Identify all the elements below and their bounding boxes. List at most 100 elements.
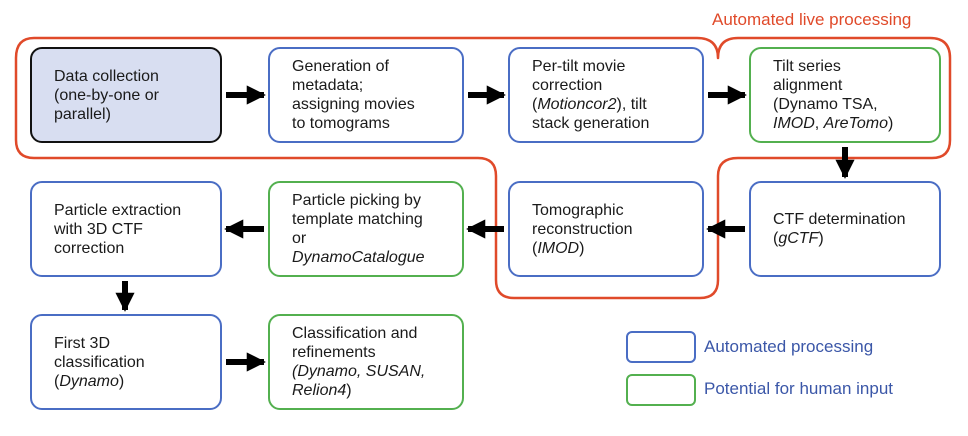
automated-live-processing-label: Automated live processing (712, 10, 912, 29)
node-label-segment: ) (346, 382, 352, 399)
node-label-segment: ) (888, 115, 894, 132)
node-label-segment: IMOD (773, 115, 815, 132)
node-label-segment: template matching (292, 211, 423, 228)
node-label-line: (one-by-one or (54, 86, 159, 105)
node-label-segment: ( (532, 239, 538, 257)
node-label-line: (Motioncor2), tilt (532, 95, 649, 114)
node-label-line: alignment (773, 76, 893, 95)
node-label-segment: to tomograms (292, 115, 390, 132)
node-label-line: to tomograms (292, 114, 415, 133)
node-label-line: (Dynamo) (54, 372, 145, 391)
node-label-line: or (292, 229, 425, 248)
node-label-segment: Relion4 (292, 382, 347, 399)
node-label-segment: ( (773, 230, 779, 247)
node-label-line: Tilt series (773, 57, 893, 76)
node-label-segment: Per-tilt movie (532, 58, 626, 75)
node-label-segment: correction (532, 77, 603, 94)
node-label-segment: Particle extraction (54, 201, 182, 219)
node-label-segment: Classification and (292, 325, 418, 342)
node-label-segment: ( (54, 372, 60, 390)
node-label-segment: with 3D CTF (54, 220, 143, 238)
node-label-line: Relion4) (292, 381, 425, 400)
node-label-segment: CTF determination (773, 211, 906, 228)
node-label-segment: Tomographic (532, 201, 624, 219)
node-label-line: classification (54, 353, 145, 372)
node-label-segment: Tilt series (773, 58, 841, 75)
node-label-segment: DynamoCatalogue (292, 249, 425, 266)
node-label-segment: Generation of (292, 58, 389, 75)
node-label-line: DynamoCatalogue (292, 248, 425, 267)
node-label-segment: ( (532, 96, 538, 113)
node-label-segment: Motioncor2 (537, 96, 617, 113)
legend-label-automated: Automated processing (704, 337, 874, 356)
node-label-segment: gCTF (778, 230, 819, 247)
node-label-segment: Dynamo (59, 372, 119, 390)
node-label-line: refinements (292, 343, 425, 362)
node-label-segment: ( (292, 363, 298, 380)
node-label-line: (IMOD) (532, 239, 633, 258)
node-label-segment: parallel) (54, 105, 111, 123)
legend-label-human: Potential for human input (704, 379, 894, 398)
legend-swatch-automated (626, 331, 696, 363)
node-label-segment: stack generation (532, 115, 650, 132)
node-label-line: with 3D CTF (54, 220, 181, 239)
node-label-segment: ) (579, 239, 585, 257)
node-label-segment: (Dynamo TSA, (773, 96, 878, 113)
node-label-line: metadata; (292, 76, 415, 95)
node-label-segment: Particle picking by (292, 192, 421, 209)
node-label-line: parallel) (54, 105, 159, 124)
node-label-segment: Dynamo, SUSAN, (297, 363, 426, 380)
node-metadata: Generation of metadata; assigning movies to… (268, 47, 464, 143)
node-label-line: reconstruction (532, 220, 633, 239)
node-label-segment: ), tilt (616, 96, 647, 113)
node-label-segment: correction (54, 239, 125, 257)
node-label-line: assigning movies (292, 95, 415, 114)
node-label: Generation of metadata; assigning movies to… (292, 57, 415, 133)
node-label-segment: metadata; (292, 77, 364, 94)
node-label-segment: classification (54, 353, 145, 371)
node-label-segment: , (814, 115, 824, 132)
node-label-line: (Dynamo, SUSAN, (292, 362, 425, 381)
node-label-line: Particle extraction (54, 201, 181, 220)
node-label-line: (gCTF) (773, 229, 906, 248)
node-label-line: Generation of (292, 57, 415, 76)
node-label-segment: AreTomo (823, 115, 888, 132)
node-label-segment: alignment (773, 77, 843, 94)
node-ctf-determination: CTF determination(gCTF) (749, 181, 941, 277)
node-label-segment: ) (818, 230, 824, 247)
node-label-segment: refinements (292, 344, 376, 361)
legend-swatch-human (626, 374, 696, 406)
node-label-segment: assigning movies (292, 96, 415, 113)
node-label-segment: First 3D (54, 334, 110, 352)
node-label-segment: IMOD (537, 239, 580, 257)
node-label-line: stack generation (532, 114, 649, 133)
node-label-line: Tomographic (532, 201, 633, 220)
node-label-line: (Dynamo TSA, (773, 95, 893, 114)
node-label-segment: ) (118, 372, 125, 390)
node-label-line: Classification and (292, 324, 425, 343)
node-label-segment: or (292, 230, 307, 247)
node-label-segment: Data collection (54, 67, 159, 85)
node-label-line: Data collection (54, 67, 159, 86)
node-label-line: correction (532, 76, 649, 95)
node-label-line: Per-tilt movie (532, 57, 649, 76)
node-label-line: IMOD, AreTomo) (773, 114, 893, 133)
node-label-line: correction (54, 239, 181, 258)
node-label: CTF determination(gCTF) (773, 210, 906, 248)
